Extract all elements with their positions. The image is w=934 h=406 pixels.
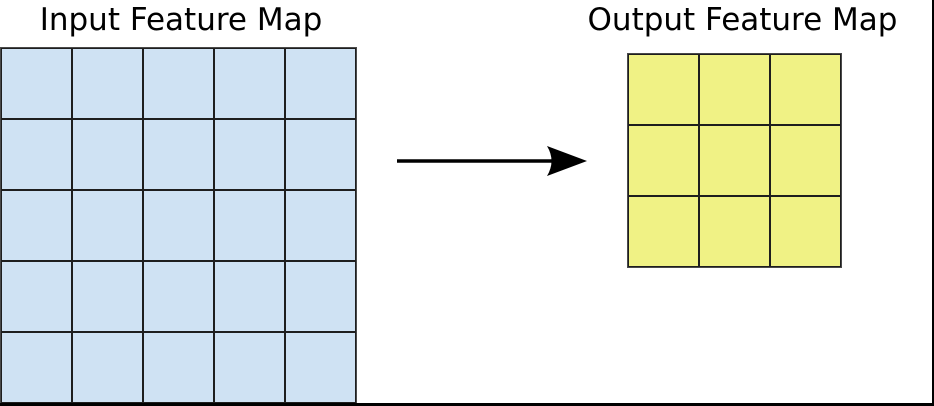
grid-cell	[1, 261, 72, 332]
grid-cell	[143, 332, 214, 403]
right-arrow-icon	[397, 146, 587, 176]
grid-cell	[143, 119, 214, 190]
input-feature-map-title: Input Feature Map	[39, 2, 323, 38]
grid-cell	[1, 190, 72, 261]
grid-cell	[72, 190, 143, 261]
grid-cell	[1, 48, 72, 119]
grid-cell	[1, 332, 72, 403]
grid-cell	[699, 54, 770, 125]
grid-cell	[285, 261, 356, 332]
grid-cell	[1, 119, 72, 190]
grid-cell	[214, 332, 285, 403]
grid-cell	[770, 196, 841, 267]
grid-cell	[628, 125, 699, 196]
grid-cell	[699, 196, 770, 267]
grid-cell	[285, 190, 356, 261]
grid-cell	[770, 125, 841, 196]
input-feature-map-grid	[0, 47, 357, 403]
grid-cell	[72, 332, 143, 403]
grid-cell	[628, 196, 699, 267]
grid-cell	[143, 48, 214, 119]
grid-cell	[143, 190, 214, 261]
grid-cell	[72, 48, 143, 119]
grid-cell	[143, 261, 214, 332]
grid-cell	[214, 190, 285, 261]
grid-cell	[214, 48, 285, 119]
grid-cell	[285, 48, 356, 119]
grid-cell	[72, 261, 143, 332]
output-feature-map-title: Output Feature Map	[587, 2, 898, 38]
grid-cell	[628, 54, 699, 125]
grid-cell	[214, 261, 285, 332]
grid-cell	[285, 332, 356, 403]
grid-cell	[699, 125, 770, 196]
grid-cell	[214, 119, 285, 190]
grid-cell	[285, 119, 356, 190]
grid-cell	[72, 119, 143, 190]
output-feature-map-grid	[627, 53, 842, 268]
arrow-head	[547, 146, 587, 176]
grid-cell	[770, 54, 841, 125]
